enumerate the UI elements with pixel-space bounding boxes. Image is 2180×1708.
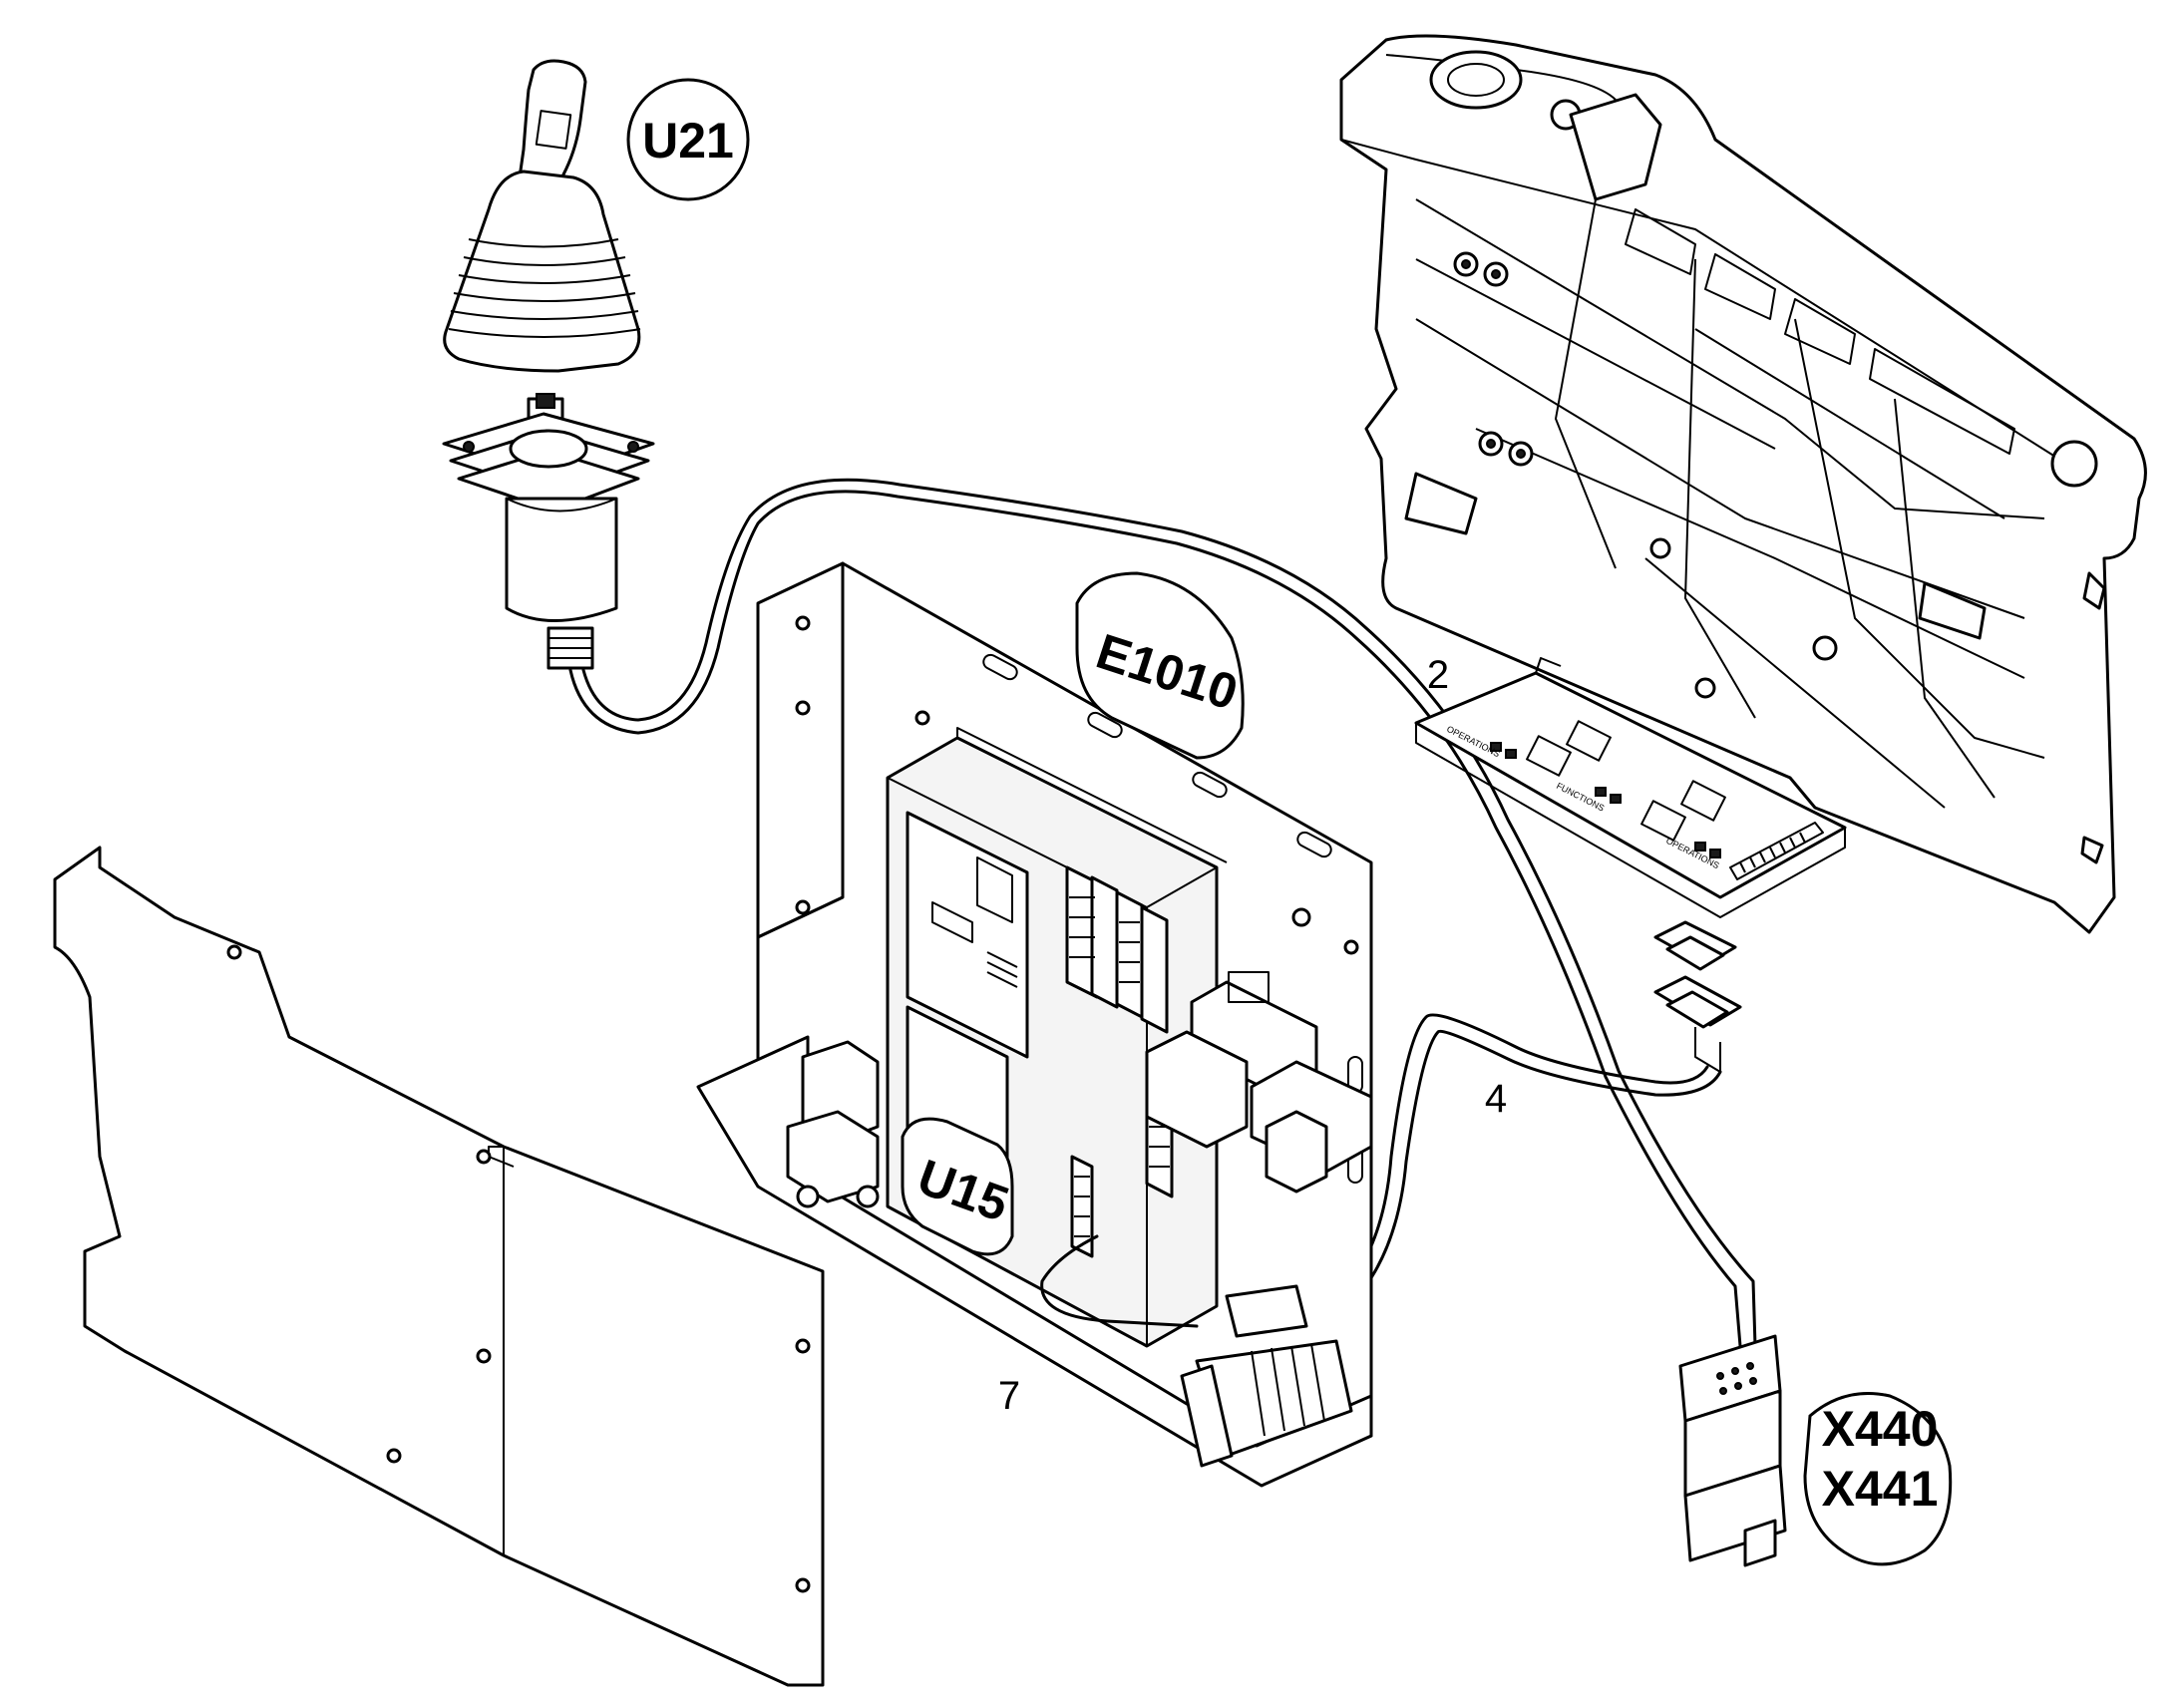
control-circuit-board: OPERATIONS FUNCTIONS OPERATIONS — [1414, 657, 1847, 918]
tray-relays — [786, 1040, 880, 1208]
panel-badge-shape — [1075, 571, 1245, 760]
callout-7: 7 — [998, 1374, 1020, 1418]
joystick-badge-circle — [626, 78, 750, 201]
connector-badge-label-2: X441 — [1822, 1461, 1939, 1517]
module-badge-shape — [901, 1117, 1014, 1256]
connector-badge-label-1: X440 — [1822, 1401, 1939, 1457]
callout-2: 2 — [1427, 653, 1449, 697]
sub-d-connectors — [1653, 920, 1742, 1073]
terminal-blocks — [1065, 865, 1174, 1258]
relay-blocks — [1145, 971, 1373, 1194]
bottom-terminal-rail — [1180, 1284, 1353, 1468]
seat-frame — [1339, 34, 2147, 934]
joystick-badge-label: U21 — [642, 113, 734, 169]
frame-bolts — [1453, 251, 1838, 699]
plug-connector — [1678, 1334, 1787, 1567]
mounting-panel — [696, 561, 1373, 1488]
callout-4: 4 — [1485, 1077, 1507, 1121]
connector-badge-shape — [1803, 1392, 1953, 1566]
joystick-cable — [568, 490, 1742, 1348]
joystick-assembly — [442, 59, 655, 670]
side-cover-panel — [53, 846, 825, 1687]
